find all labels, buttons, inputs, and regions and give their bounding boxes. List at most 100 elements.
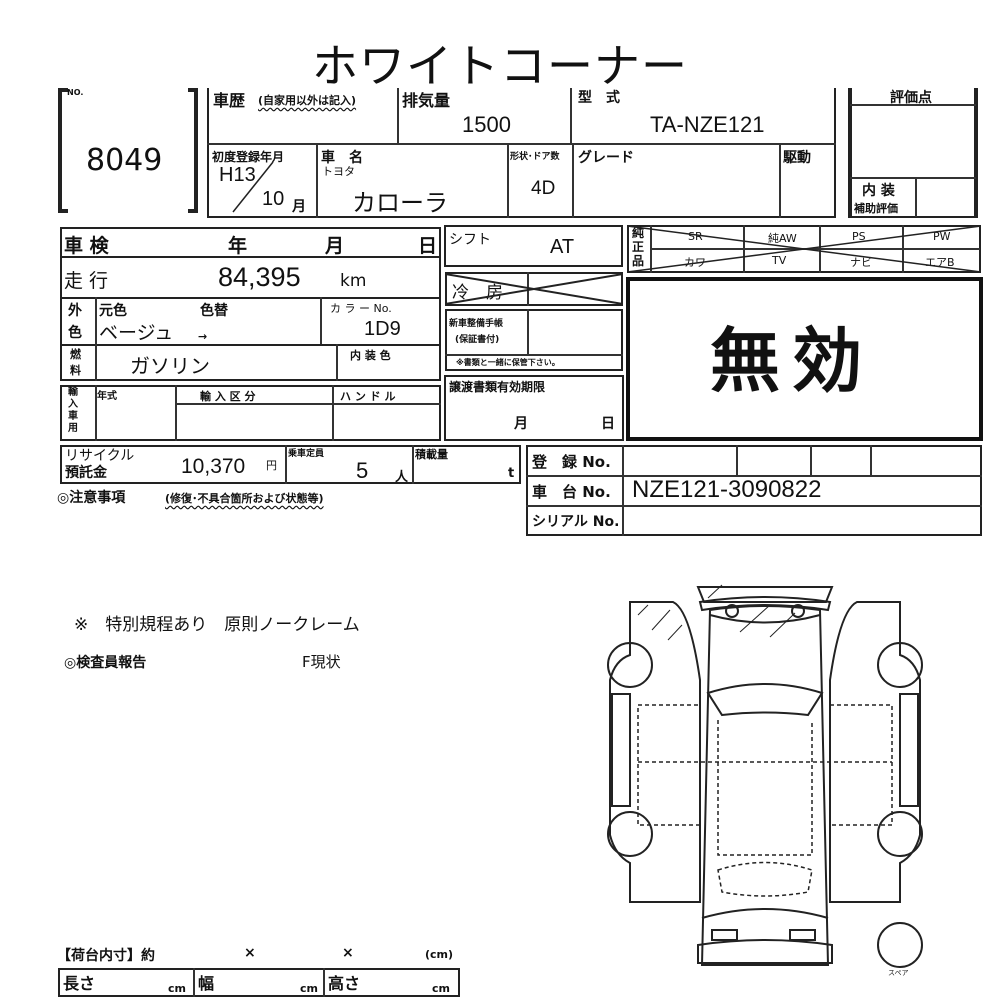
cargo-x1: × (244, 945, 256, 961)
inspection-month: 月 (325, 235, 345, 257)
glass-hatching (637, 584, 796, 641)
mileage-unit: km (340, 271, 367, 291)
registration-table (526, 445, 982, 536)
recycle-value: 10,370 (181, 455, 246, 478)
transfer-day: 日 (601, 416, 615, 432)
car-damage-diagram[interactable]: スペア (590, 570, 990, 990)
void-stamp: 無効 (710, 320, 874, 402)
equip-navi: ナビ (850, 256, 872, 269)
cargo-length-unit: cm (168, 982, 186, 995)
special-terms-note: ※ 特別規程あり 原則ノークレーム (74, 615, 360, 635)
shift-value: AT (550, 236, 575, 258)
cargo-width-label: 幅 (198, 974, 215, 993)
cargo-length-label: 長さ (63, 974, 96, 993)
import-year-label: 年式 (97, 391, 117, 402)
transfer-box (444, 375, 624, 441)
page-title: ホワイトコーナー (312, 39, 688, 93)
import-row (60, 385, 441, 441)
car-body (697, 604, 833, 966)
spare-tire (877, 922, 923, 968)
recycle-label-1: リサイクル (65, 448, 135, 464)
inspection-row (60, 227, 441, 258)
inspector-report-value: F現状 (302, 653, 341, 671)
equipment-box (627, 225, 981, 273)
interior-color-label: 内 装 色 (350, 349, 391, 362)
orig-color-value: ベージュ (99, 322, 174, 344)
color-label-1: 外 (68, 303, 82, 319)
equip-sr: SR (688, 230, 703, 243)
history-label: 車歴 (213, 91, 246, 110)
fuel-value: ガソリン (130, 354, 210, 378)
serial-no-label: シリアル No. (532, 514, 620, 530)
rear-bumper (696, 586, 834, 612)
cargo-height-unit: cm (432, 982, 450, 995)
name-label: 車 名 (321, 150, 363, 166)
vehicle-info-box (207, 88, 836, 218)
cargo-width-unit: cm (300, 982, 318, 995)
color-code-label: カ ラ ー No. (330, 302, 392, 315)
equipment-cross-mark (627, 225, 981, 273)
cargo-unit: (cm) (425, 948, 454, 961)
fuel-label-1: 燃 (70, 348, 81, 361)
windshield (706, 683, 824, 717)
load-unit: t (508, 466, 515, 481)
spare-label: スペア (888, 969, 909, 977)
capacity-unit: 人 (395, 470, 409, 485)
inspection-label: 車 検 (64, 235, 109, 257)
import-label: 輸入車用 (68, 387, 78, 434)
rating-box (848, 88, 978, 218)
equip-alloy-wheels: 純AW (768, 232, 797, 245)
maker-value: トヨタ (322, 165, 355, 178)
cargo-dimensions (58, 968, 460, 997)
chassis-no-value: NZE121-3090822 (632, 476, 822, 503)
equip-tv: TV (772, 254, 787, 267)
drive-label: 駆動 (783, 150, 811, 166)
lot-bracket-left (58, 88, 68, 213)
color-code-value: 1D9 (364, 318, 401, 340)
color-change-label: 色替 (200, 303, 228, 319)
cargo-label: 【荷台内寸】約 (57, 948, 155, 964)
recycle-unit: 円 (266, 459, 277, 472)
service-book-note: ※書類と一緒に保管下さい。 (456, 358, 560, 367)
interior-rating-sub: 補助評価 (854, 202, 898, 215)
equipment-label: 純正品 (632, 226, 645, 268)
displacement-label: 排気量 (402, 91, 451, 110)
body-value: 4D (531, 178, 556, 199)
grade-label: グレード (578, 150, 634, 166)
lot-number: 8049 (86, 143, 163, 178)
name-value: カローラ (352, 189, 448, 217)
void-stamp-box (626, 277, 983, 441)
history-note: (自家用以外は記入) (258, 94, 357, 107)
ac-cross-mark (445, 273, 623, 305)
date-slash (232, 161, 274, 213)
orig-color-label: 元色 (99, 303, 127, 319)
ac-label: 冷 房 (452, 283, 503, 303)
cargo-x2: × (342, 945, 354, 961)
model-code-label: 型 式 (578, 90, 620, 106)
recycle-label-2: 預託金 (65, 465, 107, 481)
transfer-label: 譲渡書類有効期限 (449, 380, 546, 394)
chassis-no-label: 車 台 No. (532, 483, 611, 501)
rating-label: 評価点 (890, 90, 932, 106)
first-reg-label: 初度登録年月 (212, 150, 285, 164)
first-reg-month: 10 (262, 188, 285, 210)
fuel-label-2: 料 (70, 364, 81, 377)
transfer-month: 月 (514, 416, 528, 432)
service-book-label-2: (保証書付) (455, 335, 500, 345)
ac-box (445, 272, 623, 306)
handle-label: ハ ン ド ル (340, 390, 396, 403)
inspection-year: 年 (228, 235, 248, 257)
first-reg-era: H13 (219, 164, 256, 186)
service-book-box (445, 309, 623, 371)
inspection-day: 日 (418, 235, 438, 257)
service-book-label-1: 新車整備手帳 (449, 319, 504, 329)
door-outlines (637, 704, 893, 897)
shift-box (444, 225, 623, 267)
capacity-label: 乗車定員 (288, 449, 325, 459)
first-reg-month-unit: 月 (292, 199, 306, 215)
lot-label: NO. (67, 88, 84, 97)
color-label-2: 色 (68, 325, 82, 341)
cargo-height-label: 高さ (328, 974, 361, 993)
interior-rating-label: 内 装 (862, 183, 895, 199)
reg-no-label: 登 録 No. (532, 453, 611, 471)
